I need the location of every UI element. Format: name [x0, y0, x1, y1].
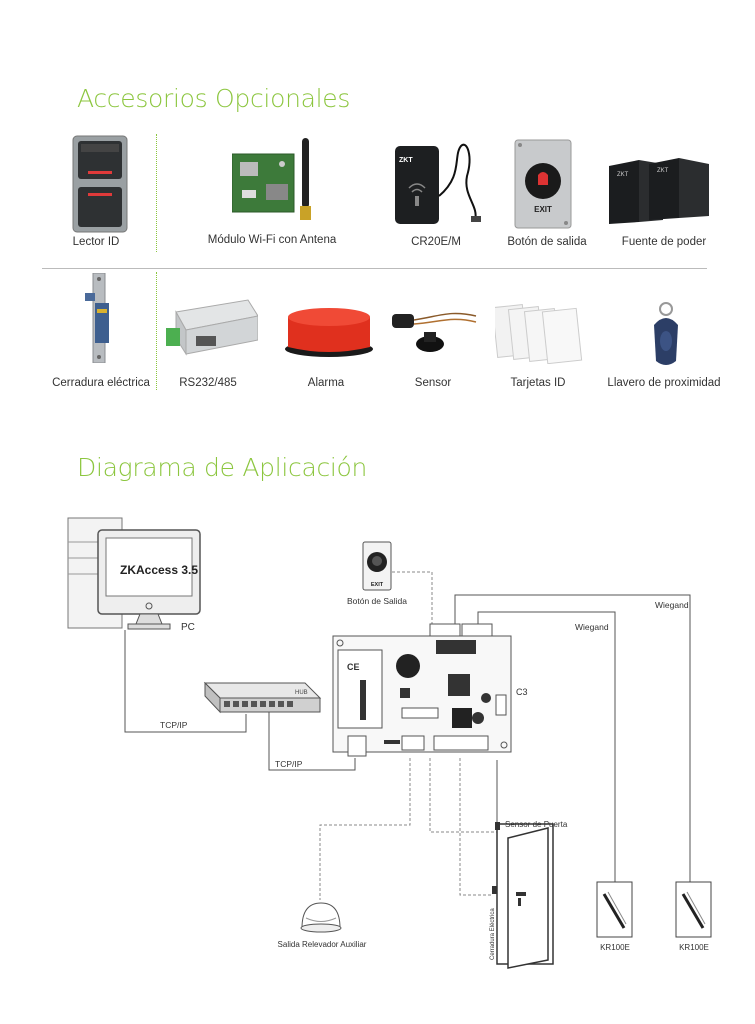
divider-horizontal: [42, 268, 707, 269]
accessory-label-alarm: Alarma: [307, 377, 345, 389]
auxiliary-siren-icon: [300, 902, 342, 933]
door-sensor-icon: [392, 312, 477, 352]
software-label: ZKAccess 3.5: [120, 563, 198, 577]
accessory-label-converter: RS232/485: [179, 377, 237, 389]
divider-vertical-row1: [156, 134, 157, 252]
exit-button-line: [392, 571, 433, 627]
tcp-label-2: TCP/IP: [275, 759, 303, 769]
switch-brand: HUB: [295, 690, 308, 696]
wiegand-line-1: [477, 611, 616, 882]
reader-2-label: KR100E: [679, 943, 709, 952]
accessory-label-electric-lock: Cerradura eléctrica: [52, 377, 150, 389]
accessory-label-sensor: Sensor: [414, 377, 452, 389]
tcp-line-pc-switch: [124, 630, 247, 733]
wiegand-label-1: Wiegand: [575, 622, 609, 632]
door-icon: [492, 822, 554, 969]
c3-controller-icon: CE: [332, 623, 512, 757]
controller-label: C3: [516, 687, 528, 697]
reader-1-icon: [596, 881, 633, 938]
accessory-label-enroller: CR20E/M: [411, 236, 461, 248]
wiegand-label-2: Wiegand: [655, 600, 689, 610]
accessory-label-wifi: Módulo Wi-Fi con Antena: [207, 234, 337, 246]
accessory-label-exit-button: Botón de salida: [507, 236, 587, 248]
id-cards-icon: [495, 304, 583, 364]
accessory-label-id-cards: Tarjetas ID: [510, 377, 566, 389]
divider-vertical-row2: [156, 272, 157, 390]
exit-text: EXIT: [371, 582, 384, 588]
power-supply-icon: ZKT ZKT: [609, 158, 709, 224]
card-enroller-icon: ZKT: [395, 143, 481, 224]
accessory-label-id-reader: Lector ID: [72, 236, 120, 248]
id-reader-icon: [72, 135, 128, 233]
auxiliary-line: [319, 758, 411, 900]
door-sensor-label: Sensor de Puerta: [505, 820, 568, 829]
lock-line: [459, 758, 492, 896]
exit-button-diagram-icon: [362, 541, 392, 591]
network-switch-icon: [203, 681, 322, 714]
diagram-title: Diagrama de Aplicación: [77, 453, 368, 482]
svg-text:ZKT: ZKT: [399, 157, 413, 164]
accessory-label-power-supply: Fuente de poder: [621, 236, 707, 248]
reader-1-label: KR100E: [600, 943, 630, 952]
wifi-module-icon: [232, 138, 311, 220]
electric-lock-label: Cerradura Eléctrica: [490, 908, 496, 960]
accessory-label-keyfob: Llavero de proximidad: [607, 377, 721, 389]
svg-text:ZKT: ZKT: [617, 172, 629, 178]
svg-text:EXIT: EXIT: [534, 205, 552, 214]
tcp-label-1: TCP/IP: [160, 720, 188, 730]
monitor-icon: [97, 529, 201, 630]
electric-lock-icon: [85, 273, 109, 363]
auxiliary-label: Salida Relevador Auxiliar: [278, 940, 367, 949]
application-diagram: ZKAccess 3.5 PC HUB TCP/IP TCP/IP EXIT B…: [67, 517, 712, 969]
svg-text:CE: CE: [347, 662, 360, 672]
accessories-title: Accesorios Opcionales: [77, 84, 351, 113]
converter-icon: [166, 299, 258, 356]
alarm-icon: [285, 308, 373, 357]
wiegand-line-2: [454, 594, 691, 882]
door-sensor-dashed-line: [429, 758, 500, 833]
exit-button-icon: EXIT: [514, 139, 572, 229]
tcp-line-switch-controller: [268, 710, 356, 771]
keyfob-icon: [654, 302, 678, 365]
pc-label: PC: [181, 622, 195, 633]
svg-text:ZKT: ZKT: [657, 168, 669, 174]
exit-device-label: Botón de Salida: [347, 596, 407, 606]
reader-2-icon: [675, 881, 712, 938]
